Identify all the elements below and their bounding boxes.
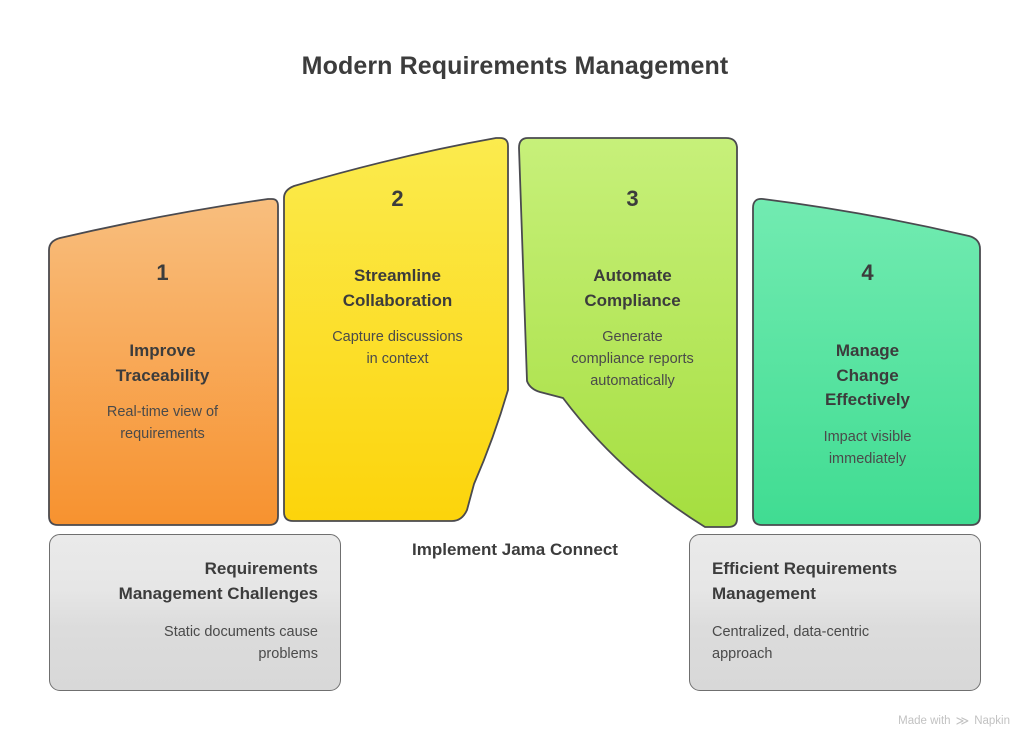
- panel-4-subtitle-line-1: Impact visible: [823, 428, 912, 445]
- panel-shape-1[interactable]: [48, 198, 279, 526]
- panel-shape-3[interactable]: [518, 137, 738, 528]
- panel-shape-4[interactable]: [752, 198, 981, 526]
- efficient-management-card-heading: Efficient Requirements Management: [712, 557, 958, 606]
- panel-2-subtitle-line-1: Capture discussions: [332, 329, 463, 346]
- panel-4-heading-line-1: Manage: [835, 341, 900, 360]
- panel-3-number: 3: [626, 186, 639, 211]
- panel-1-heading: Improve Traceability: [60, 339, 265, 388]
- panel-1-subtitle-line-2: requirements: [120, 426, 205, 443]
- panel-2-heading-line-2: Collaboration: [342, 290, 453, 310]
- panel-4-number: 4: [861, 260, 874, 285]
- napkin-logo-icon: ≫: [955, 713, 970, 728]
- efficient-management-card-subtitle: Centralized, data-centric approach: [712, 622, 958, 666]
- efficient-card-subtitle-line-1: Centralized, data-centric: [712, 624, 870, 641]
- panel-3-subtitle-line-2: compliance reports: [571, 351, 694, 368]
- panel-1-heading-line-2: Traceability: [115, 365, 210, 385]
- panel-1-number: 1: [156, 260, 169, 285]
- panel-4-heading: Manage Change Effectively: [765, 339, 970, 413]
- challenges-card-subtitle: Static documents cause problems: [72, 622, 318, 666]
- panel-4-heading-line-2: Change: [836, 365, 899, 385]
- panel-1-subtitle-line-1: Real-time view of: [106, 404, 219, 421]
- efficient-card-subtitle-line-2: approach: [712, 646, 773, 663]
- panel-3-subtitle-line-1: Generate: [602, 329, 663, 346]
- challenges-card-subtitle-line-1: Static documents cause: [164, 624, 318, 641]
- panel-1-subtitle: Real-time view of requirements: [60, 402, 265, 446]
- panel-4-heading-line-3: Effectively: [824, 390, 911, 410]
- panel-4-body: Manage Change Effectively Impact visible…: [765, 339, 970, 470]
- challenges-card-heading-line-2: Management Challenges: [118, 583, 318, 603]
- panel-3-heading-line-2: Compliance: [584, 290, 681, 310]
- panel-2-body: Streamline Collaboration Capture discuss…: [295, 264, 500, 371]
- panel-2-subtitle: Capture discussions in context: [295, 327, 500, 371]
- challenges-card[interactable]: Requirements Management Challenges Stati…: [49, 534, 341, 691]
- challenges-card-heading-line-1: Requirements: [204, 559, 318, 578]
- panel-3-subtitle-line-3: automatically: [590, 372, 675, 389]
- panel-4-subtitle-line-2: immediately: [828, 450, 907, 467]
- panel-3-heading: Automate Compliance: [530, 264, 735, 313]
- challenges-card-heading: Requirements Management Challenges: [72, 557, 318, 606]
- center-caption: Implement Jama Connect: [412, 540, 618, 559]
- panel-1-body: Improve Traceability Real-time view of r…: [60, 339, 265, 446]
- panel-4-subtitle: Impact visible immediately: [765, 427, 970, 471]
- panel-2-subtitle-line-2: in context: [366, 351, 429, 368]
- challenges-card-subtitle-line-2: problems: [258, 646, 318, 663]
- panel-1-heading-line-1: Improve: [129, 341, 196, 360]
- efficient-management-card[interactable]: Efficient Requirements Management Centra…: [689, 534, 981, 691]
- panel-shape-2[interactable]: [283, 137, 509, 522]
- page-title: Modern Requirements Management: [301, 52, 729, 80]
- panel-2-heading-line-1: Streamline: [354, 266, 441, 285]
- efficient-card-heading-line-2: Management: [712, 583, 816, 603]
- panel-3-heading-line-1: Automate: [593, 266, 672, 285]
- panel-2-number: 2: [391, 186, 404, 211]
- watermark-made-with-label: Made with: [898, 714, 951, 727]
- napkin-watermark: Made with ≫ Napkin: [898, 714, 1010, 727]
- panel-3-body: Automate Compliance Generate compliance …: [530, 264, 735, 393]
- panel-2-heading: Streamline Collaboration: [295, 264, 500, 313]
- efficient-card-heading-line-1: Efficient Requirements: [712, 559, 898, 578]
- panel-3-subtitle: Generate compliance reports automaticall…: [530, 327, 735, 392]
- watermark-brand-label: Napkin: [974, 714, 1010, 727]
